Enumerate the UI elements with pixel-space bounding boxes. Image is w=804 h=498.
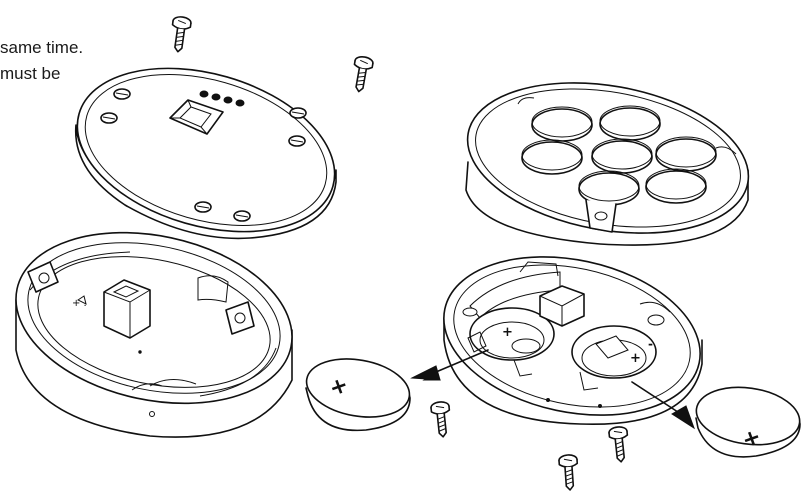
caption-line-1: same time.	[0, 38, 84, 57]
screw-top-middle	[349, 54, 375, 94]
coin-battery-right: +	[695, 386, 801, 458]
button-4	[591, 138, 653, 174]
button-7	[645, 168, 707, 204]
screw-top-left	[168, 14, 193, 54]
coin-battery-left: +	[305, 358, 411, 432]
arrow-right-battery	[631, 381, 695, 430]
circuit-plate	[74, 67, 337, 240]
lower-housing	[15, 231, 293, 438]
screw-bottom-a	[429, 400, 453, 439]
button-5	[655, 136, 717, 172]
holder-plus-left: +	[502, 325, 513, 340]
holder-plus-right: +	[630, 351, 641, 366]
button-6	[578, 170, 640, 206]
button-3	[521, 139, 583, 175]
board-mark: + .	[72, 298, 87, 309]
caption-line-2: must be	[0, 64, 61, 83]
battery-holder-plate: + + -	[443, 256, 703, 426]
holder-minus: -	[648, 337, 653, 351]
button-cover	[465, 82, 750, 246]
screw-bottom-c	[557, 453, 580, 492]
screw-bottom-b	[607, 425, 631, 464]
button-2	[599, 105, 661, 141]
arrow-left-battery	[410, 349, 489, 381]
button-1	[531, 106, 593, 142]
